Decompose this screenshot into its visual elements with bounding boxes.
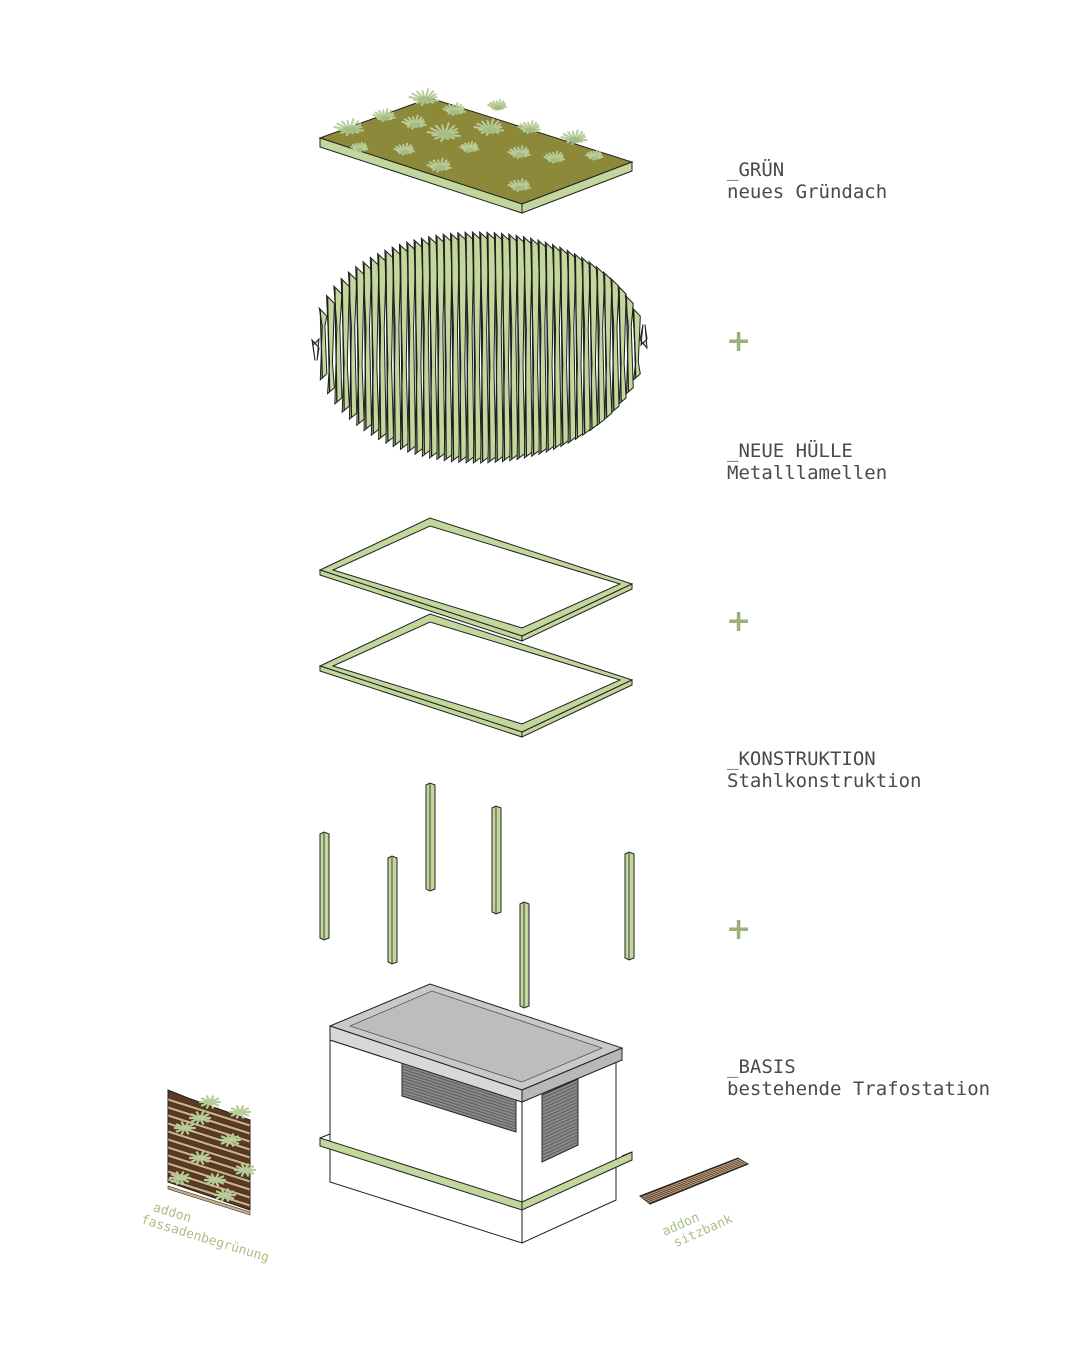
plus-icon: + (726, 912, 752, 947)
plus-icon: + (726, 324, 752, 359)
green-roof-layer (318, 88, 634, 214)
steel-frame-lower (318, 613, 634, 738)
label-huelle-subtitle: Metalllamellen (727, 462, 888, 484)
label-konstruktion-subtitle: Stahlkonstruktion (727, 770, 922, 792)
roof-plants (333, 88, 604, 193)
label-gruen-subtitle: neues Gründach (727, 181, 888, 203)
label-gruen-title: _GRÜN (727, 159, 785, 181)
steel-frame-upper (318, 517, 634, 642)
louvre-side (541, 1078, 579, 1163)
addon-bench (639, 1157, 750, 1205)
plus-icon: + (726, 604, 752, 639)
label-huelle-title: _NEUE HÜLLE (727, 440, 853, 462)
label-konstruktion-title: _KONSTRUKTION (727, 748, 876, 770)
addon-facade-greening (167, 1089, 257, 1216)
transformer-station-base (319, 983, 633, 1244)
metal-lamellae-layer (311, 230, 648, 464)
label-basis-subtitle: bestehende Trafostation (727, 1078, 991, 1100)
label-basis-title: _BASIS (727, 1056, 796, 1078)
steel-columns-layer (319, 782, 635, 1009)
